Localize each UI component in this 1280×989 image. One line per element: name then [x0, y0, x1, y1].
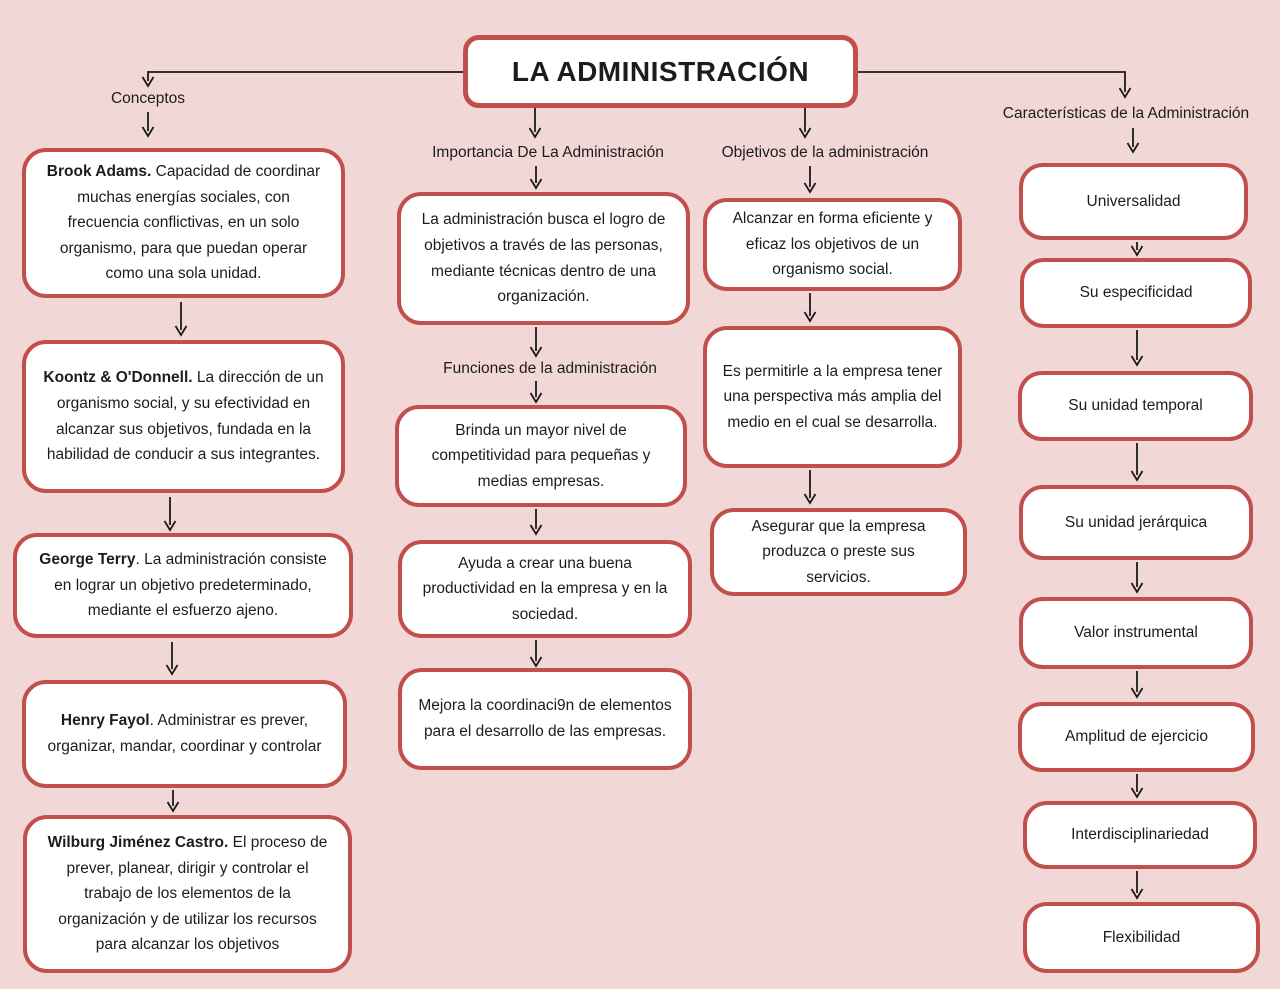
node-text: Su unidad temporal: [1068, 397, 1203, 415]
node-text: Su especificidad: [1079, 284, 1193, 302]
author-name: Koontz & O'Donnell.: [43, 369, 193, 387]
node-text: George Terry. La administración consiste…: [31, 547, 335, 624]
node-text: Su unidad jerárquica: [1064, 513, 1208, 531]
author-name: Henry Fayol: [60, 712, 150, 730]
objetivos-node-1: Alcanzar en forma eficiente y eficaz los…: [703, 198, 962, 291]
page-title: LA ADMINISTRACIÓN: [511, 55, 810, 87]
caracteristica-node-valor-instrumental: Valor instrumental: [1019, 597, 1253, 669]
node-text: Ayuda a crear una buena productividad en…: [422, 554, 668, 623]
node-text: La administración busca el logro de obje…: [421, 211, 666, 306]
branch-label-objetivos: Objetivos de la administración: [721, 144, 929, 161]
funciones-node-2: Ayuda a crear una buena productividad en…: [398, 540, 692, 638]
concept-node-koontz-odonnell: Koontz & O'Donnell. La dirección de un o…: [22, 340, 345, 493]
caracteristica-node-amplitud-ejercicio: Amplitud de ejercicio: [1018, 702, 1255, 772]
node-text: Mejora la coordinaci9n de elementos para…: [418, 697, 672, 740]
importancia-node-1: La administración busca el logro de obje…: [397, 192, 690, 325]
node-text: Alcanzar en forma eficiente y eficaz los…: [732, 210, 933, 279]
objetivos-node-2: Es permitirle a la empresa tener una per…: [703, 326, 962, 468]
caracteristica-node-flexibilidad: Flexibilidad: [1023, 902, 1260, 973]
node-text: Brook Adams. Capacidad de coordinar much…: [40, 159, 327, 287]
definition-text: Capacidad de coordinar muchas energías s…: [59, 163, 321, 283]
caracteristica-node-unidad-temporal: Su unidad temporal: [1018, 371, 1253, 441]
node-text: Amplitud de ejercicio: [1064, 728, 1208, 746]
author-name: George Terry: [39, 551, 136, 569]
caracteristica-node-unidad-jerarquica: Su unidad jerárquica: [1019, 485, 1253, 560]
concept-node-brook-adams: Brook Adams. Capacidad de coordinar much…: [22, 148, 345, 298]
funciones-node-3: Mejora la coordinaci9n de elementos para…: [398, 668, 692, 770]
concept-node-henry-fayol: Henry Fayol. Administrar es prever, orga…: [22, 680, 347, 788]
objetivos-node-3: Asegurar que la empresa produzca o prest…: [710, 508, 967, 596]
branch-label-importancia: Importancia De La Administración: [432, 144, 664, 161]
node-text: Henry Fayol. Administrar es prever, orga…: [40, 708, 329, 759]
node-text: Asegurar que la empresa produzca o prest…: [751, 517, 926, 586]
branch-label-conceptos: Conceptos: [110, 90, 186, 107]
concept-node-wilburg-jimenez-castro: Wilburg Jiménez Castro. El proceso de pr…: [23, 815, 352, 973]
title-box: LA ADMINISTRACIÓN: [463, 35, 858, 108]
node-text: Valor instrumental: [1074, 624, 1198, 642]
branch-label-funciones: Funciones de la administración: [443, 360, 657, 377]
definition-text: . Administrar es prever, organizar, mand…: [47, 712, 322, 755]
caracteristica-node-especificidad: Su especificidad: [1020, 258, 1252, 328]
node-text: Es permitirle a la empresa tener una per…: [722, 362, 943, 431]
funciones-node-1: Brinda un mayor nivel de competitividad …: [395, 405, 687, 507]
node-text: Interdisciplinariedad: [1071, 826, 1209, 844]
caracteristica-node-interdisciplinariedad: Interdisciplinariedad: [1023, 801, 1257, 869]
node-text: Koontz & O'Donnell. La dirección de un o…: [40, 365, 327, 467]
caracteristica-node-universalidad: Universalidad: [1019, 163, 1248, 240]
author-name: Brook Adams.: [46, 163, 152, 181]
node-text: Brinda un mayor nivel de competitividad …: [431, 421, 651, 490]
connector-lines: [141, 71, 1144, 899]
node-text: Wilburg Jiménez Castro. El proceso de pr…: [41, 830, 334, 958]
node-text: Universalidad: [1086, 192, 1181, 210]
branch-label-caracteristicas: Características de la Administración: [1002, 105, 1250, 122]
author-name: Wilburg Jiménez Castro.: [47, 834, 229, 852]
node-text: Flexibilidad: [1102, 928, 1181, 946]
definition-text: . La administración consiste en lograr u…: [54, 551, 327, 620]
definition-text: La dirección de un organismo social, y s…: [46, 369, 324, 464]
definition-text: El proceso de prever, planear, dirigir y…: [58, 834, 328, 954]
concept-node-george-terry: George Terry. La administración consiste…: [13, 533, 353, 638]
